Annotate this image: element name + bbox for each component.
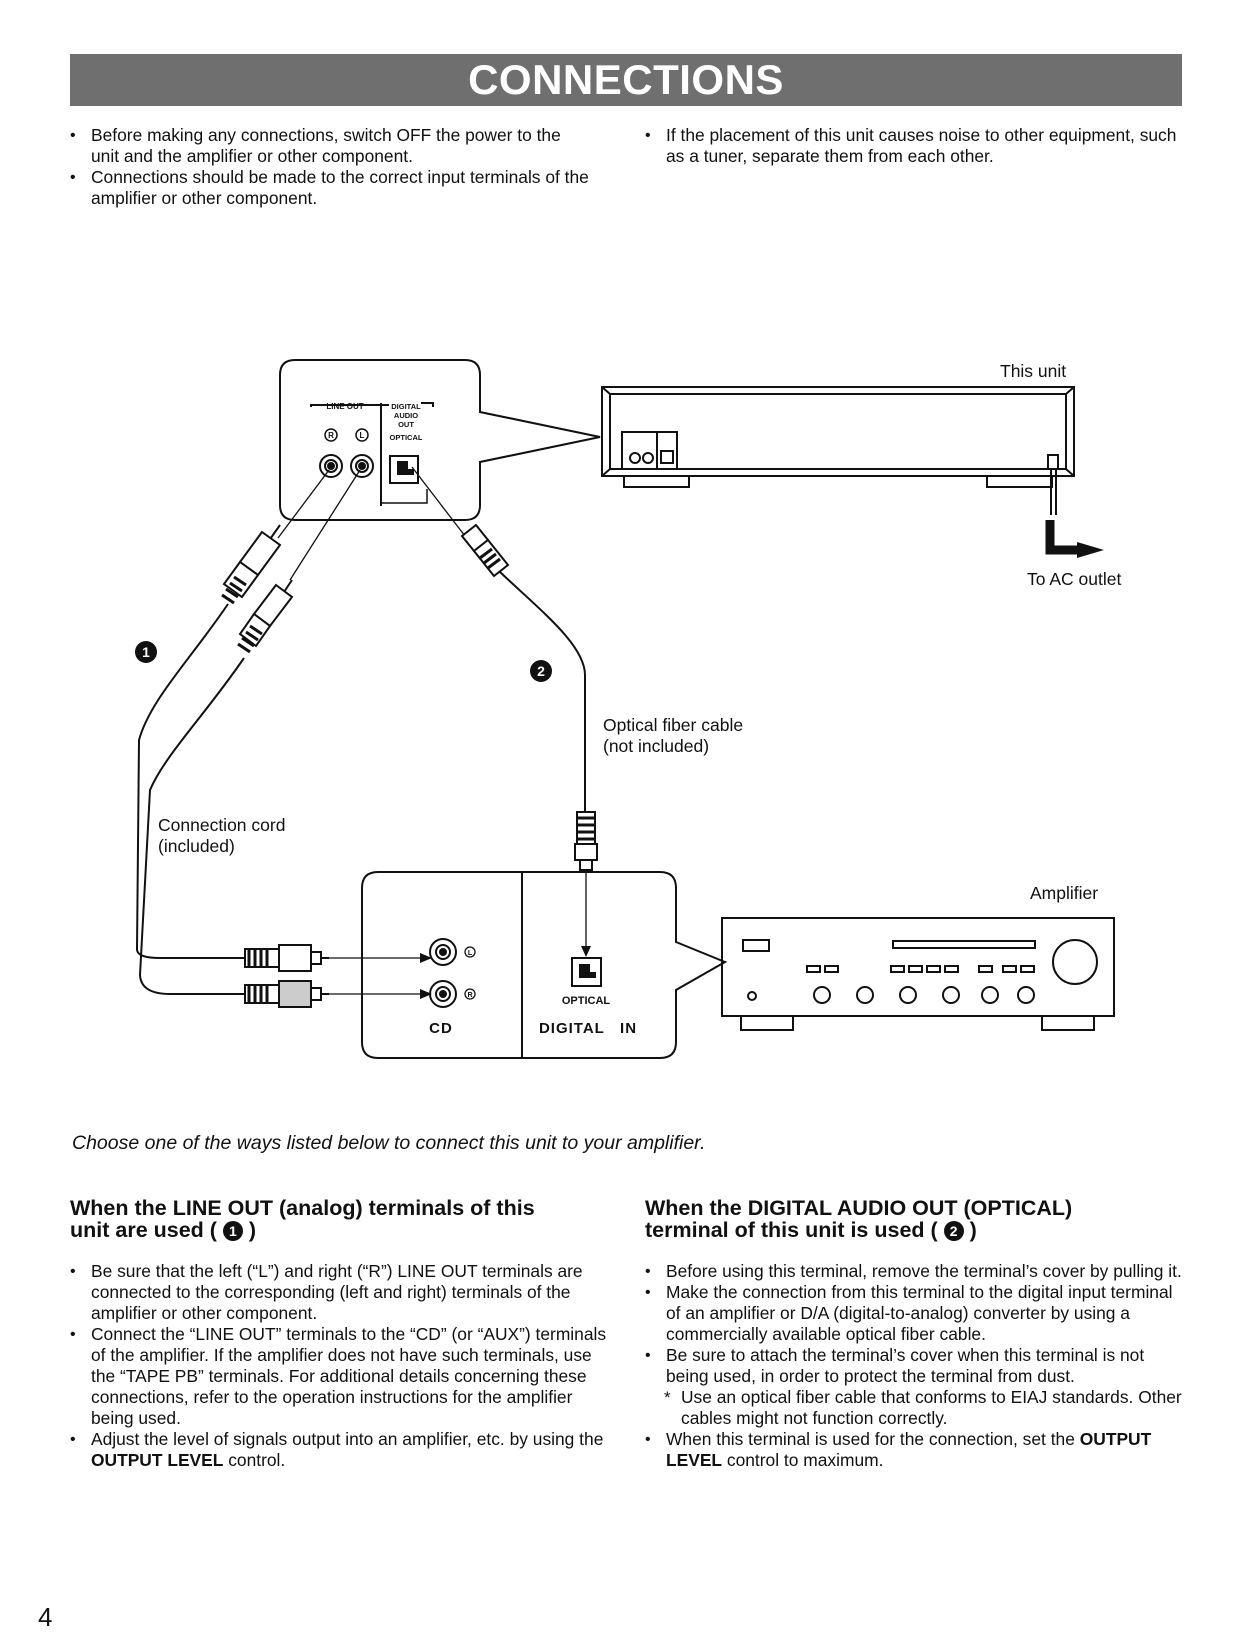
- optical-heading: When the DIGITAL AUDIO OUT (OPTICAL) ter…: [645, 1196, 1073, 1242]
- ac-outlet-label: To AC outlet: [1027, 569, 1121, 589]
- unit-optical-label: OPTICAL: [390, 433, 423, 442]
- svg-text:OUT: OUT: [398, 420, 414, 429]
- amp-terminal-callout: [361, 871, 728, 1059]
- cd-label: CD: [429, 1020, 453, 1037]
- optical-cable-note: (not included): [603, 736, 709, 756]
- unit-r-label: R: [328, 431, 334, 440]
- line-out-label: LINE OUT: [326, 402, 363, 411]
- intro-right: If the placement of this unit causes noi…: [645, 125, 1185, 167]
- marker-2: 2: [530, 660, 552, 682]
- svg-text:2: 2: [537, 663, 545, 679]
- amplifier-illustration: [721, 917, 1115, 1031]
- line-out-heading: When the LINE OUT (analog) terminals of …: [70, 1196, 535, 1242]
- page-title: CONNECTIONS: [70, 54, 1182, 106]
- marker-1: 1: [135, 641, 157, 663]
- choose-instruction: Choose one of the ways listed below to c…: [72, 1132, 706, 1154]
- digital-in-label: DIGITAL IN: [539, 1020, 637, 1037]
- rca-cables: [135, 469, 420, 1008]
- intro-bullet: Before making any connections, switch OF…: [70, 125, 590, 167]
- svg-text:1: 1: [142, 644, 150, 660]
- line-out-section: When the LINE OUT (analog) terminals of …: [70, 1196, 610, 1471]
- intro-bullet: Connections should be made to the correc…: [70, 167, 590, 209]
- line-out-bullet: Adjust the level of signals output into …: [70, 1429, 610, 1471]
- connection-cord-note: (included): [158, 836, 235, 856]
- unit-terminal-callout: [279, 359, 601, 521]
- this-unit-label: This unit: [1000, 361, 1066, 381]
- optical-bullet: Be sure to attach the terminal’s cover w…: [645, 1345, 1190, 1387]
- amp-l-label: L: [468, 950, 473, 957]
- connection-diagram: This unit To AC outlet Optical fiber cab…: [135, 359, 1121, 1059]
- marker-1-inline: 1: [222, 1220, 243, 1241]
- optical-note: Use an optical fiber cable that conforms…: [645, 1387, 1190, 1429]
- digital-audio-out-label: DIGITAL: [391, 402, 421, 411]
- line-out-bullet: Connect the “LINE OUT” terminals to the …: [70, 1324, 610, 1429]
- page-number: 4: [38, 1602, 53, 1632]
- amp-r-label: R: [467, 992, 472, 999]
- this-unit-illustration: [601, 386, 1080, 555]
- optical-cable-label: Optical fiber cable: [603, 715, 743, 735]
- amplifier-label: Amplifier: [1030, 883, 1098, 903]
- optical-bullet: Make the connection from this terminal t…: [645, 1282, 1190, 1345]
- svg-text:AUDIO: AUDIO: [394, 411, 418, 420]
- optical-cable: [411, 466, 598, 948]
- marker-2-inline: 2: [943, 1220, 964, 1241]
- amp-optical-label: OPTICAL: [562, 995, 611, 1007]
- line-out-bullet: Be sure that the left (“L”) and right (“…: [70, 1261, 610, 1324]
- intro-left: Before making any connections, switch OF…: [70, 125, 590, 209]
- intro-bullet: If the placement of this unit causes noi…: [645, 125, 1185, 167]
- optical-section: When the DIGITAL AUDIO OUT (OPTICAL) ter…: [645, 1196, 1190, 1471]
- optical-bullet: Before using this terminal, remove the t…: [645, 1261, 1190, 1282]
- optical-bullet: When this terminal is used for the conne…: [645, 1429, 1190, 1471]
- unit-l-label: L: [360, 431, 365, 440]
- connection-cord-label: Connection cord: [158, 815, 285, 835]
